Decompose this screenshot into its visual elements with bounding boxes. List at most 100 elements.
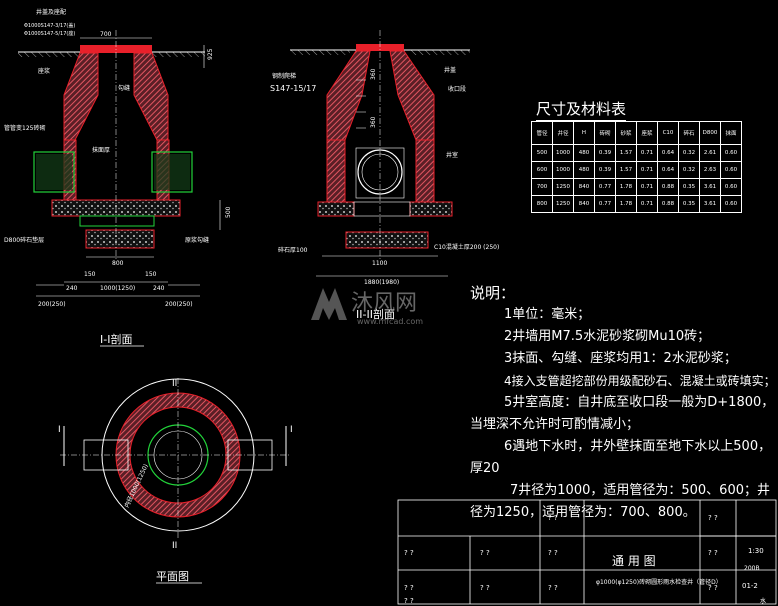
note-item: 5井室高度：自井底至收口段一般为D+1800，当埋深不允许时可酌情减小；	[470, 395, 775, 432]
label-pointing: 勾缝	[118, 84, 130, 92]
label-mouth: 收口段	[448, 85, 466, 93]
label-cover: 井盖及座配	[36, 8, 66, 16]
table-row: 700 1250 840 0.77 1.78 0.71 0.88 0.35 3.…	[531, 178, 742, 196]
watermark: 沐风网 www.mfcad.com	[311, 288, 423, 326]
label-cover-spec1: Φ1000S147-3/17(盖)	[24, 22, 75, 29]
dim-925: 925	[207, 48, 214, 60]
td: 700	[531, 178, 553, 196]
plan-mark-bottom: II	[172, 541, 177, 551]
td: 1.78	[615, 195, 637, 213]
label-cover-ring: 井盖	[444, 66, 456, 74]
dim-side-right: 200(250)	[165, 301, 193, 308]
dim-bottom: 1000(1250)	[100, 285, 135, 292]
note-item: 7井径为1000，适用管径为：500、600；井径为1250，适用管径为：700…	[470, 483, 770, 520]
note-item: 1单位：毫米；	[504, 307, 591, 322]
watermark-text: 沐风网	[351, 291, 417, 316]
section-2-2: 钢制爬梯 S147-15/17 井盖 收口段 井室 360 360 碎石厚100…	[270, 30, 499, 321]
th: 座浆	[636, 121, 658, 145]
tb-name: 通 用 图	[612, 554, 656, 568]
th: 井径	[552, 121, 574, 145]
td: 0.71	[636, 178, 658, 196]
table-header-row: 管径 井径 H 砖砌 砂浆 座浆 C10 碎石 D800 抹面	[531, 121, 742, 145]
section1-title: I-I剖面	[100, 332, 132, 346]
td: 0.39	[594, 144, 616, 162]
tb-ph-6: ? ?	[548, 549, 558, 557]
td: 0.35	[678, 178, 700, 196]
td: 0.64	[657, 161, 679, 179]
td: 840	[573, 178, 595, 196]
label-bedding: 座浆	[38, 67, 50, 75]
th: 管径	[531, 121, 553, 145]
td: 840	[573, 195, 595, 213]
dim-240b: 240	[153, 285, 165, 292]
td: 0.60	[720, 144, 742, 162]
table-row: 800 1250 840 0.77 1.78 0.71 0.88 0.35 3.…	[531, 195, 742, 213]
label-concrete: C10混凝土厚200 (250)	[434, 243, 499, 251]
td: 2.63	[699, 161, 721, 179]
tb-year: 200B	[744, 565, 760, 572]
td: 0.64	[657, 144, 679, 162]
td: 1000	[552, 161, 574, 179]
td: 3.61	[699, 178, 721, 196]
watermark-logo-icon	[311, 288, 347, 320]
note-item: 2井墙用M7.5水泥砂浆砌Mu10砖；	[504, 329, 711, 344]
label-pipe: 管管变125砖砌	[4, 124, 45, 132]
td: 0.77	[594, 195, 616, 213]
plan-mark-top: II	[172, 379, 177, 389]
td: 0.71	[636, 161, 658, 179]
td: 0.32	[678, 161, 700, 179]
label-base: D800碎石垫层	[4, 236, 44, 244]
th: 抹面	[720, 121, 742, 145]
td: 1250	[552, 195, 574, 213]
td: 1000	[552, 144, 574, 162]
tb-water: 水	[760, 597, 766, 605]
label-gravel: 碎石厚100	[278, 246, 308, 254]
dim-700: 700	[100, 31, 112, 38]
th: 砂浆	[615, 121, 637, 145]
note-item: 6遇地下水时，井外壁抹面至地下水以上500，厚20	[470, 439, 772, 476]
notes-title: 说明：	[470, 284, 516, 302]
label-original-soil: 原浆勾缝	[185, 236, 209, 244]
tb-ph-3: ? ?	[480, 549, 490, 557]
th: 碎石	[678, 121, 700, 145]
tb-ph-5: ? ?	[548, 514, 558, 522]
td: 0.32	[678, 144, 700, 162]
td: 600	[531, 161, 553, 179]
table-row: 600 1000 480 0.39 1.57 0.71 0.64 0.32 2.…	[531, 161, 742, 179]
td: 1.57	[615, 161, 637, 179]
td: 0.35	[678, 195, 700, 213]
label-ladder: 钢制爬梯	[272, 72, 296, 80]
td: 1250	[552, 178, 574, 196]
dim-1880: 1880(1980)	[364, 279, 399, 286]
td: 0.71	[636, 144, 658, 162]
watermark-url: www.mfcad.com	[357, 317, 423, 326]
section-1-1: 井盖及座配 Φ1000S147-3/17(盖) Φ1000S147-5/17(座…	[4, 8, 232, 347]
th: C10	[657, 121, 679, 145]
table-row: 500 1000 480 0.39 1.57 0.71 0.64 0.32 2.…	[531, 144, 742, 162]
tb-ph-7: ? ?	[548, 584, 558, 592]
td: 0.88	[657, 195, 679, 213]
tb-ph-1: ? ?	[404, 549, 414, 557]
dim-150b: 150	[145, 271, 157, 278]
tb-ph-8: ? ?	[708, 514, 718, 522]
plan-mark-right: I	[290, 425, 293, 435]
material-table-title: 尺寸及材料表	[536, 98, 627, 121]
td: 0.71	[636, 195, 658, 213]
td: 0.60	[720, 195, 742, 213]
td: 0.77	[594, 178, 616, 196]
tb-ph-9: ? ?	[708, 549, 718, 557]
label-well-room: 井室	[446, 151, 458, 159]
td: 1.57	[615, 144, 637, 162]
tb-scale: 1:30	[748, 547, 764, 555]
td: 0.60	[720, 161, 742, 179]
dim-side-left: 200(250)	[38, 301, 66, 308]
note-item: 4接入支管超挖部份用级配砂石、混凝土或砖填实；	[504, 374, 776, 388]
label-ladder-spec: S147-15/17	[270, 84, 316, 93]
td: 480	[573, 161, 595, 179]
title-block	[397, 499, 777, 605]
td: 0.39	[594, 161, 616, 179]
th: H	[573, 121, 595, 145]
plan-mark-left: I	[58, 425, 61, 435]
label-plaster: 抹面厚	[92, 146, 110, 154]
dim-240a: 240	[66, 285, 78, 292]
